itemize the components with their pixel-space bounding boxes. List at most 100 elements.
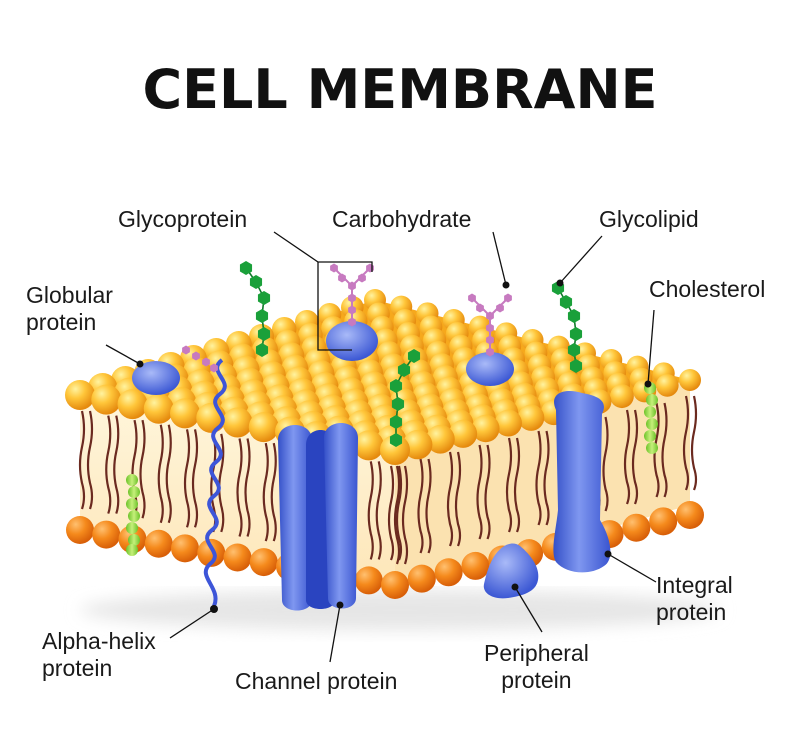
glyco-unit — [389, 379, 403, 393]
carb-unit — [348, 305, 356, 315]
lipid-head — [622, 513, 651, 542]
lipid-tail — [86, 410, 94, 510]
lipid-head — [495, 409, 522, 437]
lipid-tail — [476, 444, 483, 540]
leader-peripheral — [514, 586, 543, 633]
carb-unit — [358, 273, 366, 283]
lipid-tail — [393, 465, 401, 565]
leader-glycoprotein-bracket — [317, 262, 352, 351]
label-alpha-helix-protein: Alpha-helix protein — [42, 628, 156, 682]
glyco-unit — [255, 343, 269, 357]
glyco-unit — [257, 327, 271, 341]
glyco-unit — [569, 327, 583, 341]
carb-unit — [468, 293, 476, 303]
glyco-unit — [389, 433, 403, 447]
carb-unit — [182, 345, 190, 355]
lipid-tail — [183, 429, 191, 528]
lipid-head — [248, 412, 279, 443]
carb-unit — [486, 311, 494, 321]
lipid-tail — [270, 442, 277, 542]
carb-unit — [504, 293, 512, 303]
globular-protein — [132, 361, 180, 395]
carb-unit — [476, 303, 484, 313]
leader-carbohydrate — [492, 231, 507, 286]
label-alpha-line1: Alpha-helix — [42, 628, 156, 654]
lipid-head — [354, 566, 383, 595]
glyco-unit — [389, 415, 403, 429]
lipid-tail — [105, 415, 112, 514]
lipid-head — [353, 430, 384, 461]
leader-cholesterol — [647, 309, 655, 385]
label-alpha-line2: protein — [42, 655, 113, 681]
glyco-unit — [239, 261, 253, 275]
lipid-tail — [367, 461, 374, 560]
membrane-shadow — [80, 590, 720, 630]
carb-unit — [486, 347, 494, 357]
lipid-tail — [262, 442, 269, 542]
lipid-head — [92, 520, 121, 549]
lipid-tail — [631, 409, 639, 505]
integral-protein — [553, 391, 611, 573]
lipid-head — [449, 419, 478, 448]
lipid-head — [649, 507, 678, 536]
lipid-head — [91, 384, 122, 415]
lipid-head — [171, 534, 199, 563]
diagram-title: CELL MEMBRANE — [142, 58, 658, 121]
lipid-head — [676, 501, 704, 529]
lipid-head — [518, 404, 545, 431]
label-peripheral-line2: protein — [501, 667, 572, 693]
lipid-head — [197, 538, 226, 567]
lipid-tail — [513, 437, 521, 533]
glycolipid-chains — [239, 261, 583, 447]
lipid-head — [679, 369, 701, 391]
glyco-unit — [559, 295, 573, 309]
carb-unit — [486, 335, 494, 345]
lipid-head — [117, 389, 148, 420]
label-integral-line2: protein — [656, 599, 727, 625]
label-integral-protein: Integral protein — [656, 572, 733, 626]
carb-unit — [330, 263, 338, 273]
cholesterol-molecule-left — [126, 474, 140, 556]
lipid-tail — [387, 465, 395, 561]
upper-leaflet-surface — [65, 289, 701, 465]
lipid-tail — [157, 424, 164, 524]
lipid-tail — [191, 429, 199, 528]
carb-unit — [348, 281, 356, 291]
lipid-tail — [78, 410, 86, 510]
lipid-tail — [375, 461, 382, 560]
lipid-tail — [484, 444, 491, 540]
label-peripheral-protein: Peripheral protein — [484, 640, 589, 694]
glyco-unit — [567, 309, 581, 323]
leader-channel — [329, 604, 341, 663]
lipid-head — [407, 564, 436, 593]
lipid-tail — [139, 419, 146, 519]
lipid-head — [223, 543, 252, 572]
label-globular-line2: protein — [26, 309, 97, 335]
lipid-head — [66, 516, 94, 544]
carb-unit — [192, 351, 200, 361]
lipid-head — [249, 548, 278, 577]
glyco-unit — [257, 291, 271, 305]
lipid-tail — [417, 458, 424, 554]
lipid-head — [403, 429, 433, 460]
leader-lines — [105, 231, 657, 663]
leader-alpha — [169, 608, 215, 639]
glycoprotein-body — [326, 321, 378, 361]
lipid-tail — [623, 409, 631, 505]
lipid-tail — [653, 402, 660, 498]
leader-integral — [607, 553, 657, 583]
label-integral-line1: Integral — [656, 572, 733, 598]
label-carbohydrate: Carbohydrate — [332, 206, 472, 232]
lipid-tail — [690, 395, 698, 491]
label-peripheral-line1: Peripheral — [484, 640, 589, 666]
carb-unit — [338, 273, 346, 283]
lipid-head — [170, 398, 200, 429]
lipid-head — [144, 529, 173, 558]
lipid-head — [143, 393, 174, 424]
leader-dots — [136, 279, 652, 609]
lipid-tail — [425, 458, 432, 554]
lipid-tail — [165, 424, 172, 524]
lipid-tail — [454, 451, 462, 547]
